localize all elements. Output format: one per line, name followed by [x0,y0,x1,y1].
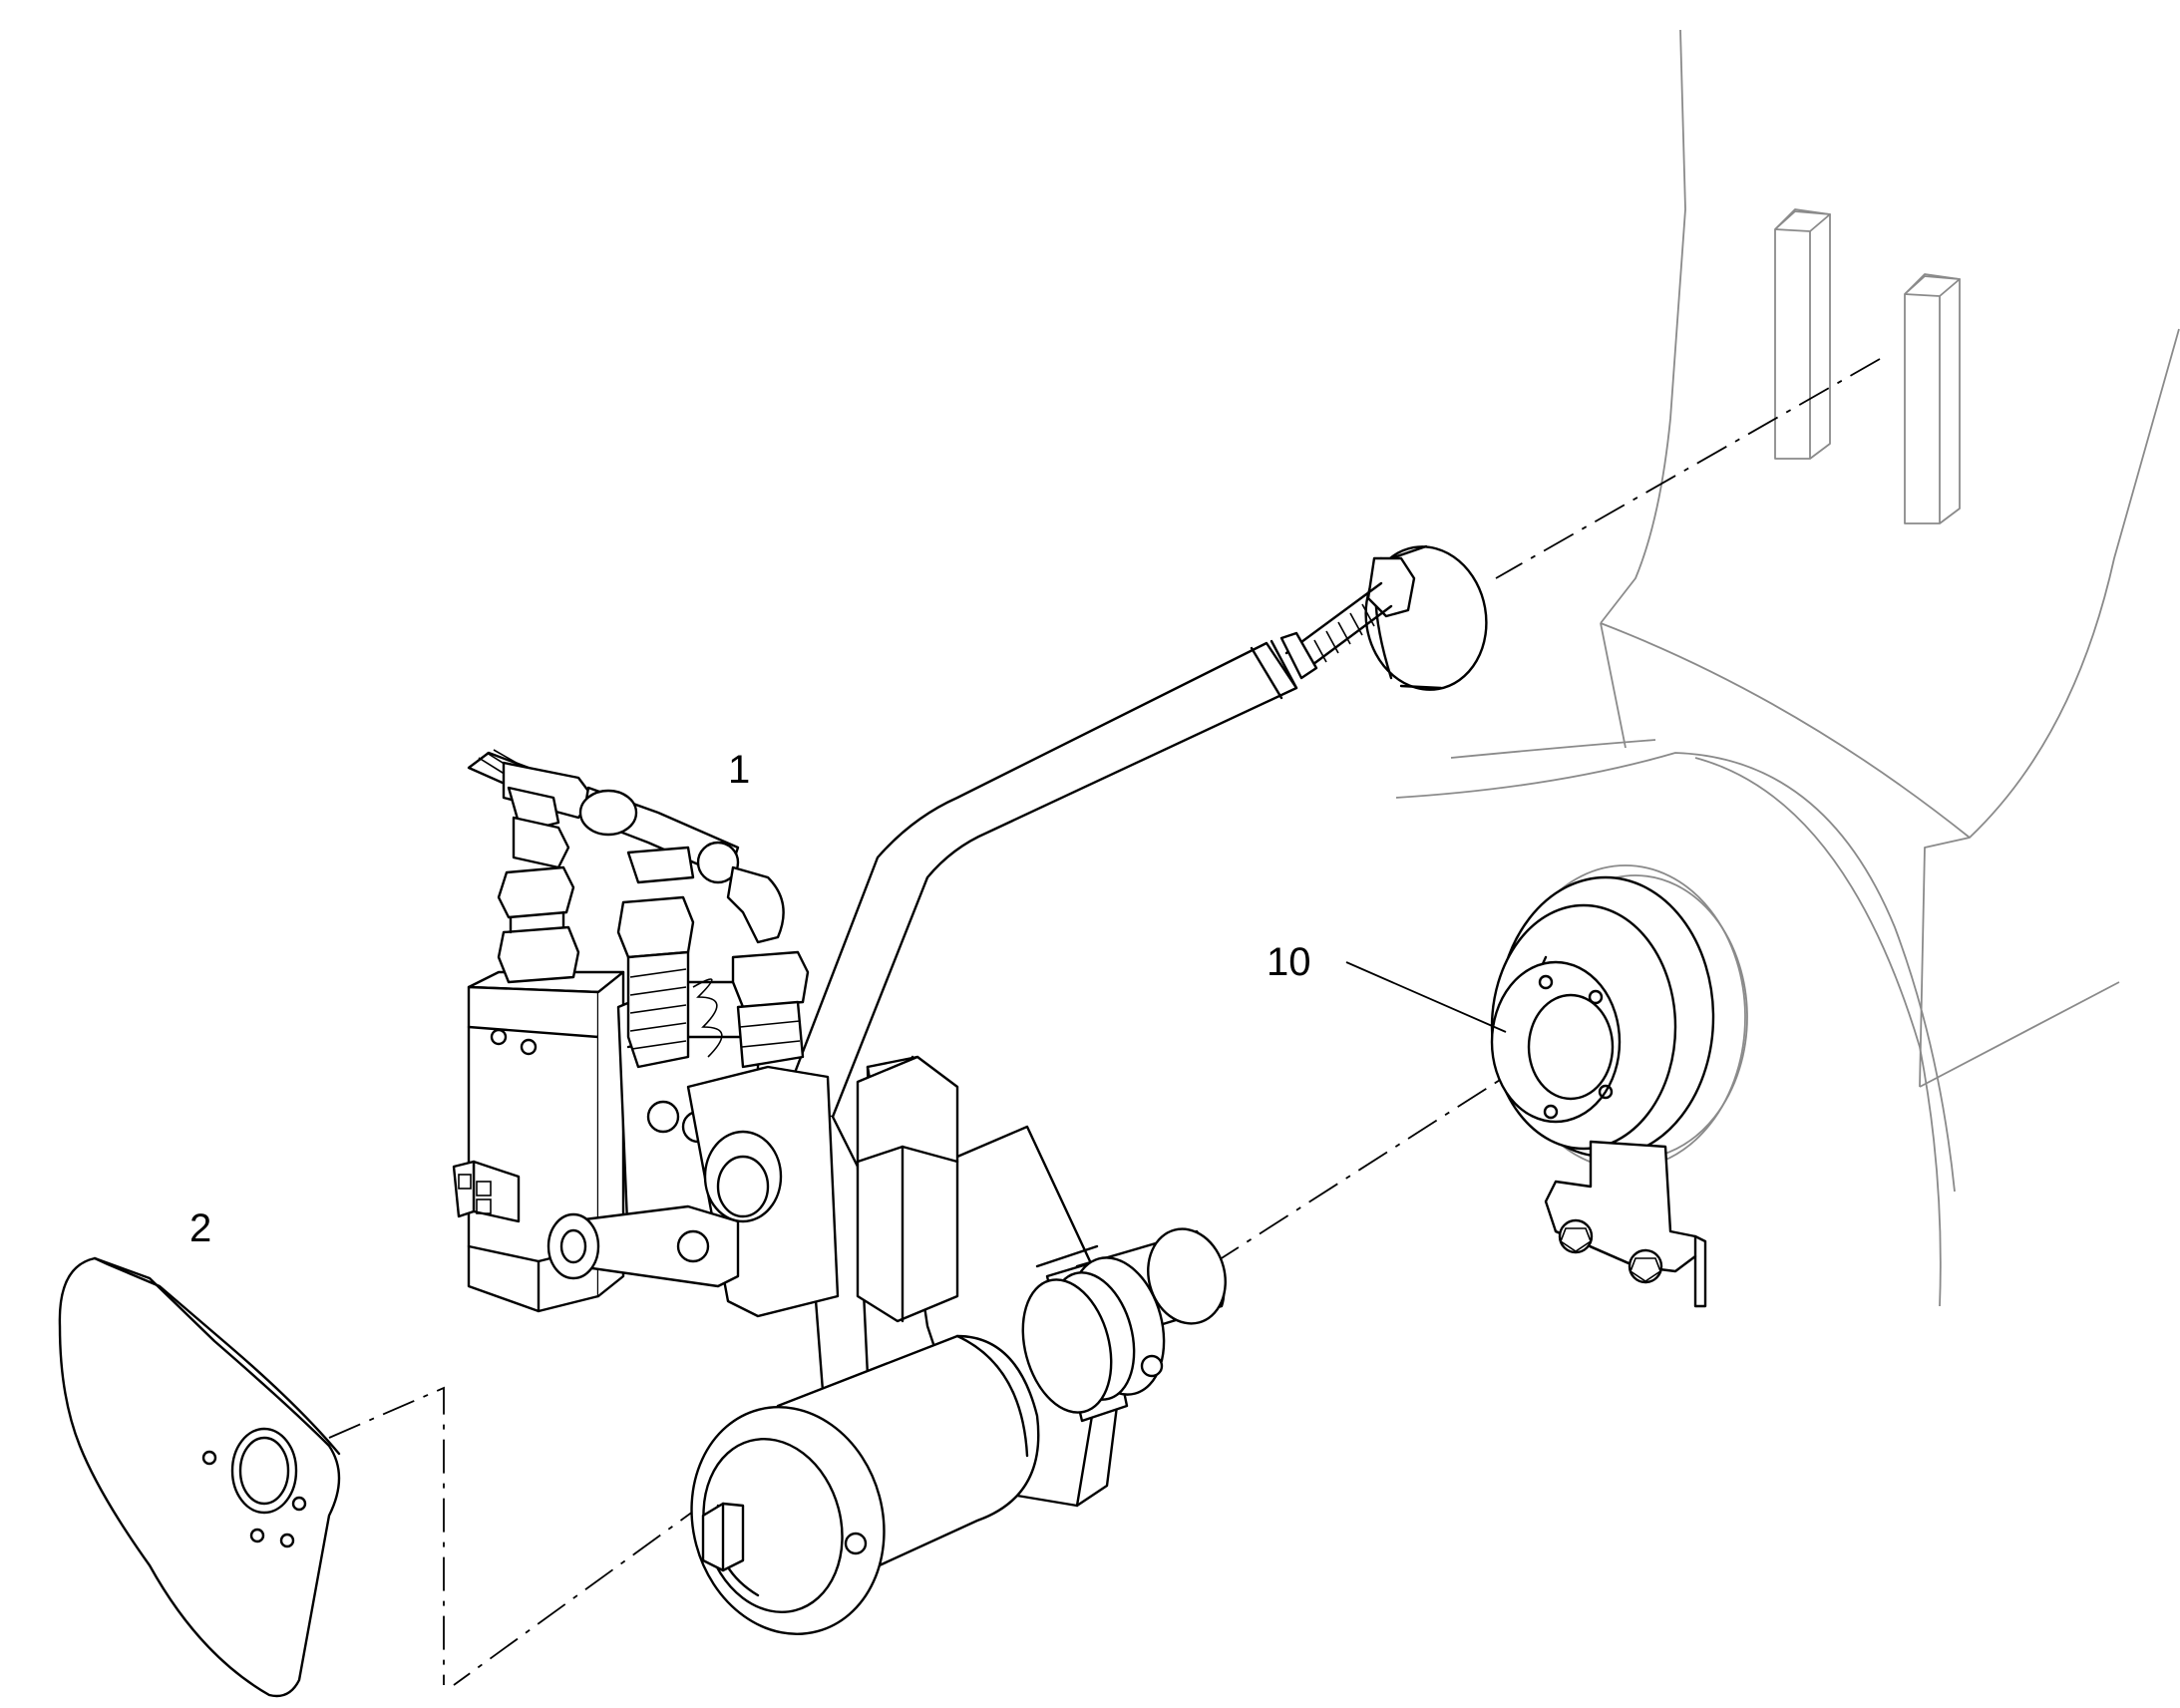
callout-1-label: 1 [728,748,750,792]
wall-bracket-left [1774,208,1831,460]
callout-2: 2 [189,1206,211,1250]
assembly-center-lines [328,358,1881,1686]
callout-1: 1 [728,748,750,792]
lower-cylinder [690,1334,1040,1635]
wall-bracket-right [1904,273,1961,524]
callout-10-label: 10 [1267,940,1311,984]
part-1-fittings [467,749,810,1069]
part-10-flange-hub [1490,864,1748,1308]
machine-housing [1395,29,2180,1307]
callout-10-leader [1345,961,1507,1033]
valve-spool [1021,1227,1227,1423]
callout-10: 10 [1267,940,1507,1033]
part-2-gasket-plate [58,1256,341,1698]
callout-2-label: 2 [189,1206,211,1250]
